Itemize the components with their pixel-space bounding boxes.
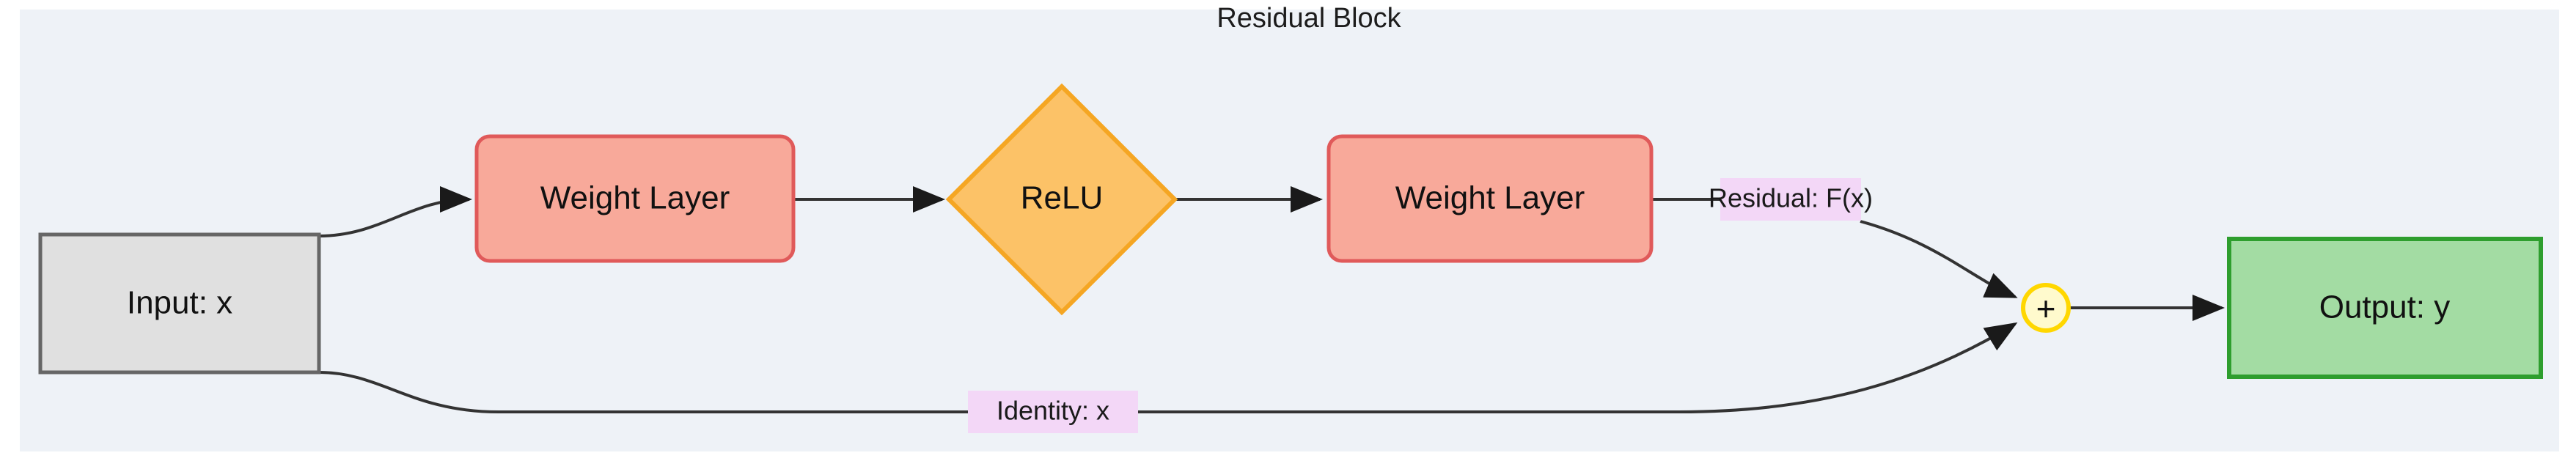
node-output-shape — [2227, 237, 2543, 379]
edge-label-identity: Identity: x — [968, 391, 1138, 433]
edge-label-residual: Residual: F(x) — [1709, 178, 1873, 221]
node-output[interactable]: Output: y — [2227, 237, 2543, 379]
edge-identity-right — [1138, 322, 2018, 413]
node-weight-layer-1-shape — [474, 134, 796, 263]
node-weight-layer-2-shape — [1326, 134, 1654, 263]
edge-label-residual-text: Residual: F(x) — [1709, 183, 1873, 213]
node-add-shape — [2021, 283, 2071, 333]
node-weight-layer-1[interactable]: Weight Layer — [474, 134, 796, 263]
edge-identity-left — [318, 371, 968, 413]
node-input-shape — [38, 232, 321, 375]
node-add-label: + — [2036, 290, 2056, 328]
diagram-panel — [20, 10, 2559, 451]
edge-label-identity-text: Identity: x — [997, 396, 1109, 426]
edge-input-to-weight-layer-1 — [318, 186, 472, 237]
edge-label-identity-bg — [968, 391, 1138, 433]
diagram-title: Residual Block — [1217, 3, 1401, 34]
edge-label-residual-bg — [1720, 178, 1861, 221]
node-add[interactable]: + — [2021, 283, 2071, 333]
edge-weight-layer-2-to-add — [1860, 220, 2018, 298]
node-relu-shape — [945, 83, 1178, 316]
node-input[interactable]: Input: x — [38, 232, 321, 375]
node-weight-layer-2[interactable]: Weight Layer — [1326, 134, 1654, 263]
